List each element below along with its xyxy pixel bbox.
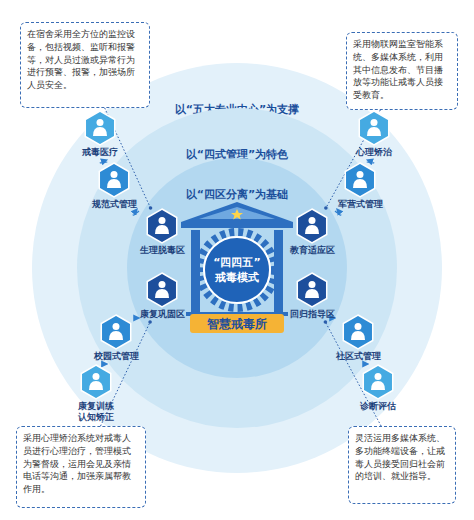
ring-label: 以“四区分离”为基础 bbox=[127, 188, 347, 202]
hexagon-node: 康复巩固区 bbox=[139, 272, 185, 322]
icon-head bbox=[357, 171, 364, 178]
hexagon-icon bbox=[82, 110, 118, 146]
hexagon-shape bbox=[99, 163, 128, 197]
hexagon-icon bbox=[340, 314, 376, 350]
hexagon-node: 回归指导区 bbox=[289, 272, 335, 322]
icon-head bbox=[113, 323, 120, 330]
icon-body bbox=[353, 179, 367, 188]
hexagon-icon bbox=[78, 364, 114, 400]
callout-text: 灵活运用多媒体系统、多功能终端设备，让戒毒人员接受回归社会前的培训、就业指导。 bbox=[355, 432, 449, 483]
hexagon-node: 规范式管理 bbox=[91, 162, 137, 212]
hexagon-label: 规范式管理 bbox=[91, 199, 137, 210]
hexagon-label: 教育适应区 bbox=[289, 245, 335, 256]
callout-box: 采用物联网监室智能系统、多媒体系统，利用其中信息发布、节目播放等功能让戒毒人员接… bbox=[346, 32, 458, 110]
hexagon-node: 军营式管理 bbox=[337, 162, 383, 212]
hexagon-shape bbox=[81, 365, 110, 399]
hexagon-icon bbox=[360, 364, 396, 400]
callout-text: 采用心理矫治系统对戒毒人员进行心理治疗，管理模式为警督级，运用会见及亲情电话等沟… bbox=[23, 432, 139, 496]
hexagon-node: 诊断评估 bbox=[355, 364, 401, 414]
hexagon-label: 回归指导区 bbox=[289, 309, 335, 320]
ring-band: 以“四区分离”为基础生理脱毒区 教育适应区 “四四五” 戒毒模式智慧戒毒所 康复巩固区… bbox=[127, 158, 347, 378]
hexagon-icon bbox=[98, 314, 134, 350]
hexagon-shape bbox=[101, 315, 130, 349]
hexagon-shape bbox=[345, 163, 374, 197]
icon-head bbox=[159, 217, 166, 224]
hexagon-shape bbox=[363, 365, 392, 399]
icon-body bbox=[371, 381, 385, 390]
icon-head bbox=[93, 373, 100, 380]
center-title: “四四五” 戒毒模式 bbox=[206, 255, 268, 285]
icon-body bbox=[109, 331, 123, 340]
icon-head bbox=[371, 119, 378, 126]
icon-body bbox=[367, 127, 381, 136]
hexagon-label: 社区式管理 bbox=[335, 351, 381, 362]
callout-text: 采用物联网监室智能系统、多媒体系统，利用其中信息发布、节目播放等功能让戒毒人员接… bbox=[353, 38, 451, 102]
callout-text: 在宿舍采用全方位的监控设备，包括视频、监听和报警等，对人员过激或异常行为进行预警… bbox=[27, 28, 143, 92]
hexagon-node: 校园式管理 bbox=[93, 314, 139, 364]
hexagon-label: 康复训练 认知矫正 bbox=[73, 401, 119, 423]
banner-text: 智慧戒毒所 bbox=[207, 317, 267, 331]
icon-head bbox=[97, 119, 104, 126]
hexagon-label: 诊断评估 bbox=[355, 401, 401, 412]
hexagon-label: 校园式管理 bbox=[93, 351, 139, 362]
hexagon-node: 教育适应区 bbox=[289, 208, 335, 258]
hexagon-shape bbox=[147, 273, 176, 307]
roof-star bbox=[231, 209, 243, 220]
hexagon-icon bbox=[356, 110, 392, 146]
ring-band: 以“五大专业中心”为支撑戒毒医疗心理矫治以“四式管理”为特色规范式管理军营式管理… bbox=[32, 63, 442, 473]
hexagon-shape bbox=[147, 209, 176, 243]
roof-beam bbox=[181, 222, 293, 228]
hexagon-icon bbox=[294, 208, 330, 244]
icon-head bbox=[309, 217, 316, 224]
icon-head bbox=[309, 281, 316, 288]
icon-body bbox=[155, 289, 169, 298]
building-column bbox=[274, 230, 283, 314]
hexagon-shape bbox=[85, 111, 114, 145]
hexagon-shape bbox=[297, 273, 326, 307]
callout-box: 灵活运用多媒体系统、多功能终端设备，让戒毒人员接受回归社会前的培训、就业指导。 bbox=[348, 426, 456, 504]
hexagon-icon bbox=[96, 162, 132, 198]
hexagon-label: 生理脱毒区 bbox=[139, 245, 185, 256]
hexagon-label: 康复巩固区 bbox=[139, 309, 185, 320]
icon-head bbox=[375, 373, 382, 380]
icon-head bbox=[111, 171, 118, 178]
ring-band: 以“四式管理”为特色规范式管理军营式管理以“四区分离”为基础生理脱毒区教育适应区… bbox=[77, 108, 397, 428]
icon-body bbox=[305, 225, 319, 234]
icon-head bbox=[355, 323, 362, 330]
hexagon-icon bbox=[144, 208, 180, 244]
icon-body bbox=[351, 331, 365, 340]
building-column bbox=[191, 230, 200, 314]
icon-body bbox=[89, 381, 103, 390]
hexagon-label: 心理矫治 bbox=[351, 147, 397, 158]
hexagon-node: 戒毒医疗 bbox=[77, 110, 123, 160]
icon-body bbox=[93, 127, 107, 136]
callout-box: 采用心理矫治系统对戒毒人员进行心理治疗，管理模式为警督级，运用会见及亲情电话等沟… bbox=[16, 426, 146, 508]
banner-band: 智慧戒毒所 bbox=[190, 314, 284, 333]
hexagon-node: 康复训练 认知矫正 bbox=[73, 364, 119, 424]
hexagon-icon bbox=[294, 272, 330, 308]
icon-body bbox=[107, 179, 121, 188]
center-circle: “四四五” 戒毒模式 bbox=[203, 236, 271, 304]
hexagon-icon bbox=[144, 272, 180, 308]
hexagon-shape bbox=[297, 209, 326, 243]
hexagon-shape bbox=[359, 111, 388, 145]
hexagon-icon bbox=[342, 162, 378, 198]
hexagon-node: 心理矫治 bbox=[351, 110, 397, 160]
icon-body bbox=[305, 289, 319, 298]
hexagon-label: 戒毒医疗 bbox=[77, 147, 123, 158]
callout-box: 在宿舍采用全方位的监控设备，包括视频、监听和报警等，对人员过激或异常行为进行预警… bbox=[20, 22, 150, 108]
icon-body bbox=[155, 225, 169, 234]
icon-head bbox=[159, 281, 166, 288]
hexagon-node: 社区式管理 bbox=[335, 314, 381, 364]
hexagon-label: 军营式管理 bbox=[337, 199, 383, 210]
hexagon-shape bbox=[343, 315, 372, 349]
hexagon-node: 生理脱毒区 bbox=[139, 208, 185, 258]
